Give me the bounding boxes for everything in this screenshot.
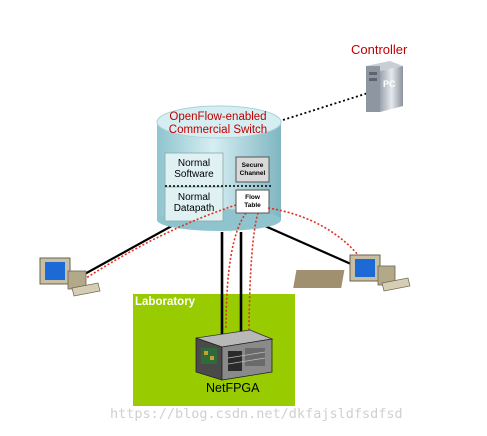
secure-channel-label: Secure Channel — [236, 162, 269, 177]
laboratory-label: Laboratory — [135, 296, 196, 308]
link-switch-controller — [282, 92, 369, 121]
normal-datapath-line2: Datapath — [173, 203, 215, 214]
watermark: https://blog.csdn.net/dkfajsldfsdfsd — [110, 406, 403, 422]
netfpga-label: NetFPGA — [206, 381, 260, 395]
controller-label: Controller — [351, 42, 408, 57]
secure-channel-line2: Channel — [239, 169, 266, 177]
secure-channel-box — [235, 156, 270, 183]
flow-path-netfpga-1 — [225, 212, 247, 331]
normal-software-box — [164, 152, 224, 188]
normal-software-line2: Software — [174, 169, 214, 180]
flow-path-left — [79, 204, 237, 283]
switch-title: OpenFlow-enabled Commercial Switch — [166, 111, 270, 137]
desktop-computer-icon — [39, 257, 101, 297]
normal-datapath-label: Normal Datapath — [165, 192, 223, 214]
desktop-computer-icon — [293, 254, 411, 292]
switch-title-line1: OpenFlow-enabled — [169, 111, 267, 123]
flow-path-right — [267, 207, 365, 263]
server-tower-icon — [366, 61, 403, 112]
normal-datapath-box — [164, 186, 224, 222]
secure-channel-line1: Secure — [241, 162, 264, 169]
switch-title-line2: Commercial Switch — [168, 124, 268, 136]
flow-table-line2: Table — [244, 201, 261, 209]
flow-table-box — [235, 189, 270, 214]
normal-datapath-line1: Normal — [177, 192, 211, 203]
flow-table-label: Flow Table — [236, 194, 269, 209]
normal-software-label: Normal Software — [165, 158, 223, 180]
server-pc-label: PC — [383, 79, 396, 89]
netfpga-board-icon — [195, 329, 274, 381]
link-switch-host-right — [264, 224, 361, 270]
normal-software-line1: Normal — [177, 158, 211, 169]
flow-table-line1: Flow — [245, 194, 260, 201]
link-switch-host-left — [71, 216, 189, 282]
